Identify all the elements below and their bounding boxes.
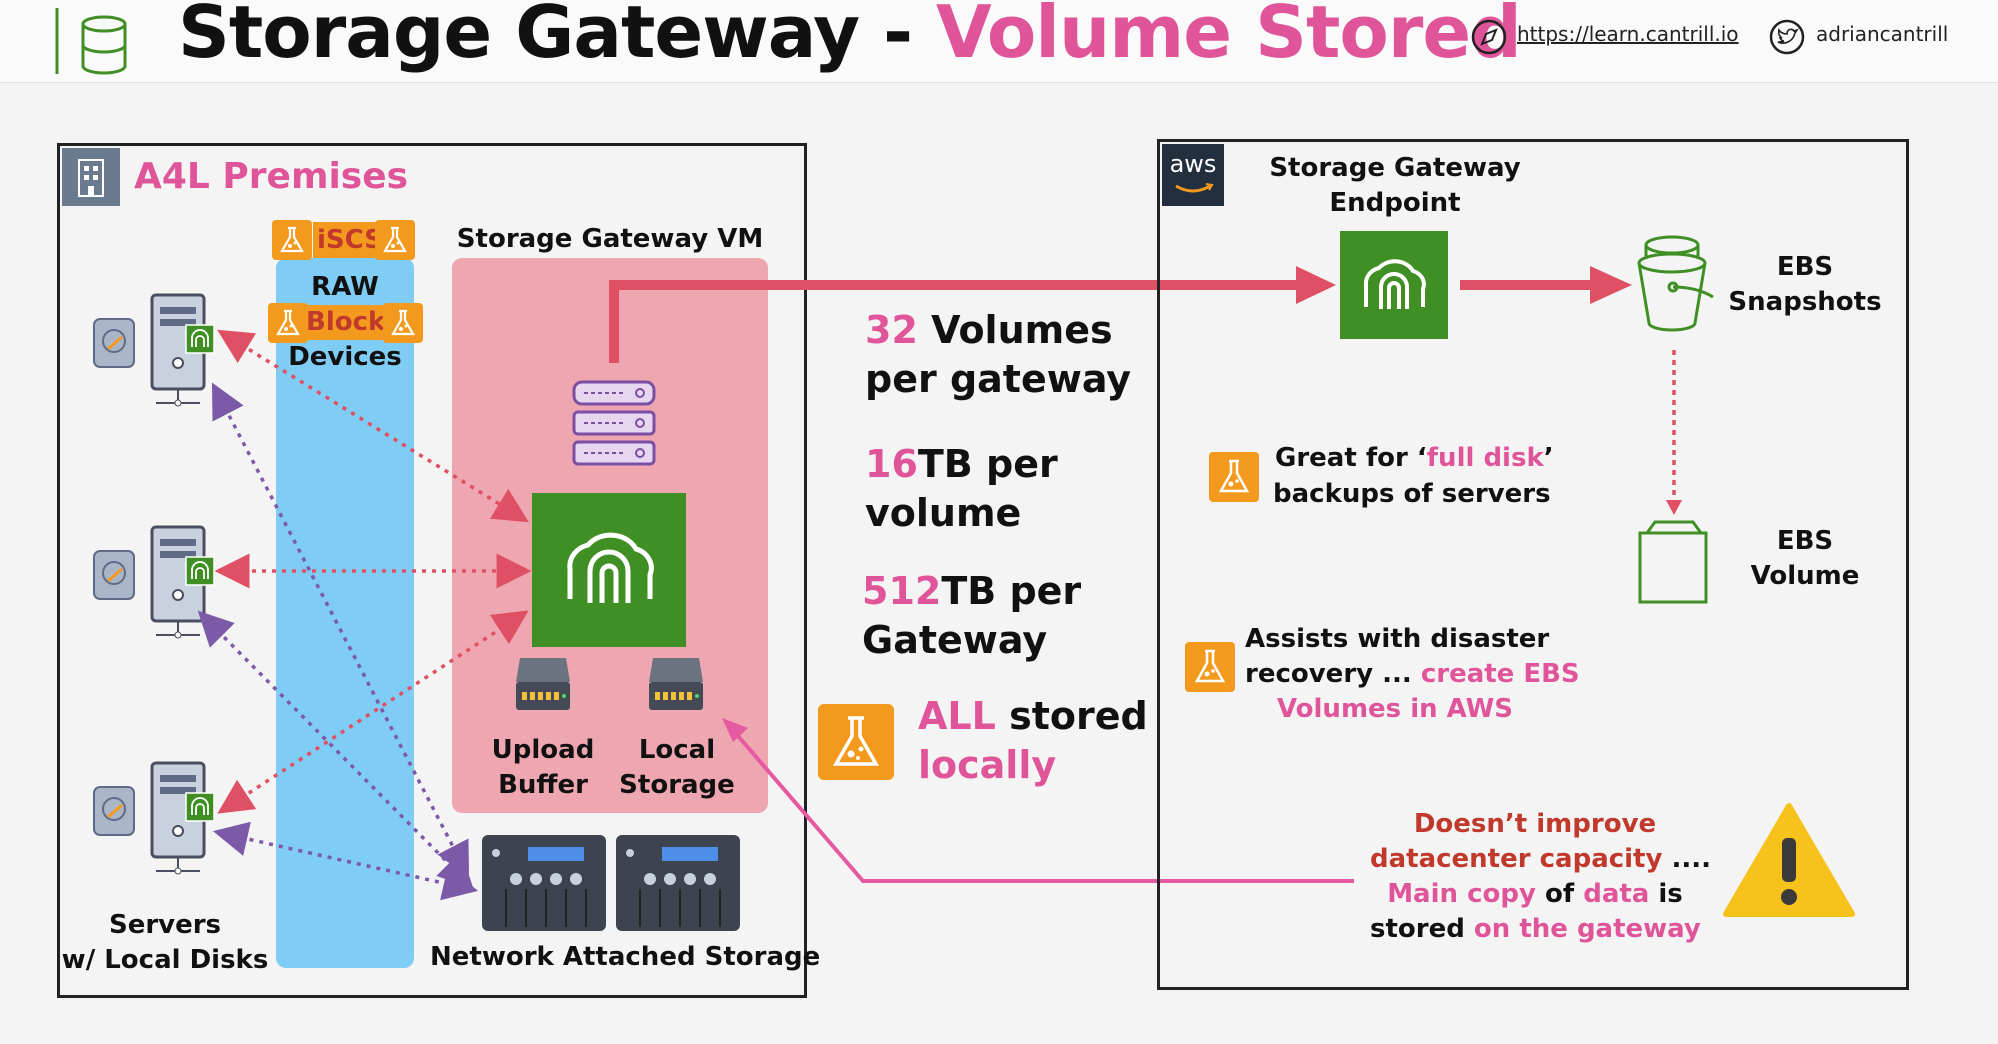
servers-label: Servers: [108, 910, 222, 940]
warning-line3: Main copy of data is: [1387, 879, 1683, 909]
disaster-recovery-note-line2: recovery ... create EBS: [1245, 659, 1580, 689]
local-storage-disk-icon: [649, 658, 703, 710]
aws-logo: aws: [1162, 144, 1224, 206]
premises-title: A4L Premises: [134, 156, 409, 197]
server-icon: [93, 761, 215, 875]
ebs-snapshots-sublabel: Snapshots: [1728, 287, 1882, 317]
servers-sublabel: w/ Local Disks: [61, 945, 269, 975]
volumes-per-gateway-line2: per gateway: [865, 357, 1132, 401]
flask-icon: [1185, 642, 1235, 692]
ebs-volume-label: EBS: [1776, 526, 1834, 556]
aws-smile-icon: [1175, 183, 1214, 193]
ebs-snapshot-bucket-icon: [1637, 235, 1714, 332]
tb-per-volume: 16TB per: [865, 442, 1058, 486]
flask-icon: [1209, 452, 1259, 502]
ebs-snapshots-label: EBS: [1776, 252, 1834, 282]
full-disk-note-line2: backups of servers: [1273, 479, 1551, 509]
warning-line4: stored on the gateway: [1370, 914, 1701, 944]
disaster-recovery-note: Assists with disaster: [1245, 624, 1550, 654]
aws-cloud-box: [1157, 139, 1909, 990]
local-storage-label: Local: [638, 735, 716, 765]
storage-gateway-vm-title: Storage Gateway VM: [456, 224, 764, 254]
upload-buffer-disk-icon: [516, 658, 570, 710]
all-stored: ALL stored: [918, 694, 1148, 738]
course-link[interactable]: https://learn.cantrill.io: [1517, 22, 1739, 46]
endpoint-title: Storage Gateway: [1269, 153, 1521, 183]
tb-per-volume-line2: volume: [865, 491, 1022, 535]
nas-device-icon: [482, 835, 606, 931]
warning-line1: Doesn’t improve: [1413, 809, 1657, 839]
full-disk-note: Great for ‘full disk’: [1275, 443, 1554, 473]
tb-per-gateway-line2: Gateway: [862, 618, 1048, 662]
server-icon: [93, 293, 215, 407]
twitter-icon: [1769, 19, 1805, 55]
premises-box: [57, 143, 807, 998]
raw-label: RAW: [311, 272, 379, 302]
volumes-per-gateway: 32 Volumes: [865, 308, 1113, 352]
flask-icon: [818, 704, 894, 780]
endpoint-subtitle: Endpoint: [1329, 188, 1461, 218]
ebs-volume-sublabel: Volume: [1750, 561, 1860, 591]
compass-icon: [1471, 19, 1507, 55]
twitter-handle[interactable]: adriancantrill: [1816, 22, 1949, 46]
local-storage-sublabel: Storage: [619, 770, 735, 800]
storage-gateway-endpoint-icon: [1340, 231, 1448, 339]
flask-icon: [272, 220, 312, 260]
flask-icon: [375, 220, 415, 260]
nas-label: Network Attached Storage: [430, 942, 821, 972]
nas-device-icon: [616, 835, 740, 931]
gateway-appliance-icon: [572, 380, 656, 466]
tb-per-gateway: 512TB per: [862, 569, 1082, 613]
warning-line2: datacenter capacity ....: [1370, 844, 1711, 874]
storage-gateway-logo-icon: [55, 8, 127, 75]
disaster-recovery-note-line3: Volumes in AWS: [1276, 694, 1514, 724]
page-title: Storage Gateway - Volume Stored: [178, 0, 1522, 74]
building-icon: [62, 148, 120, 206]
header-bar: [0, 0, 1998, 83]
warning-icon: [1723, 803, 1855, 917]
all-stored-line2: locally: [918, 743, 1057, 787]
server-icon: [93, 525, 215, 639]
ebs-volume-icon: [1638, 520, 1708, 604]
storage-gateway-icon: [532, 493, 686, 647]
